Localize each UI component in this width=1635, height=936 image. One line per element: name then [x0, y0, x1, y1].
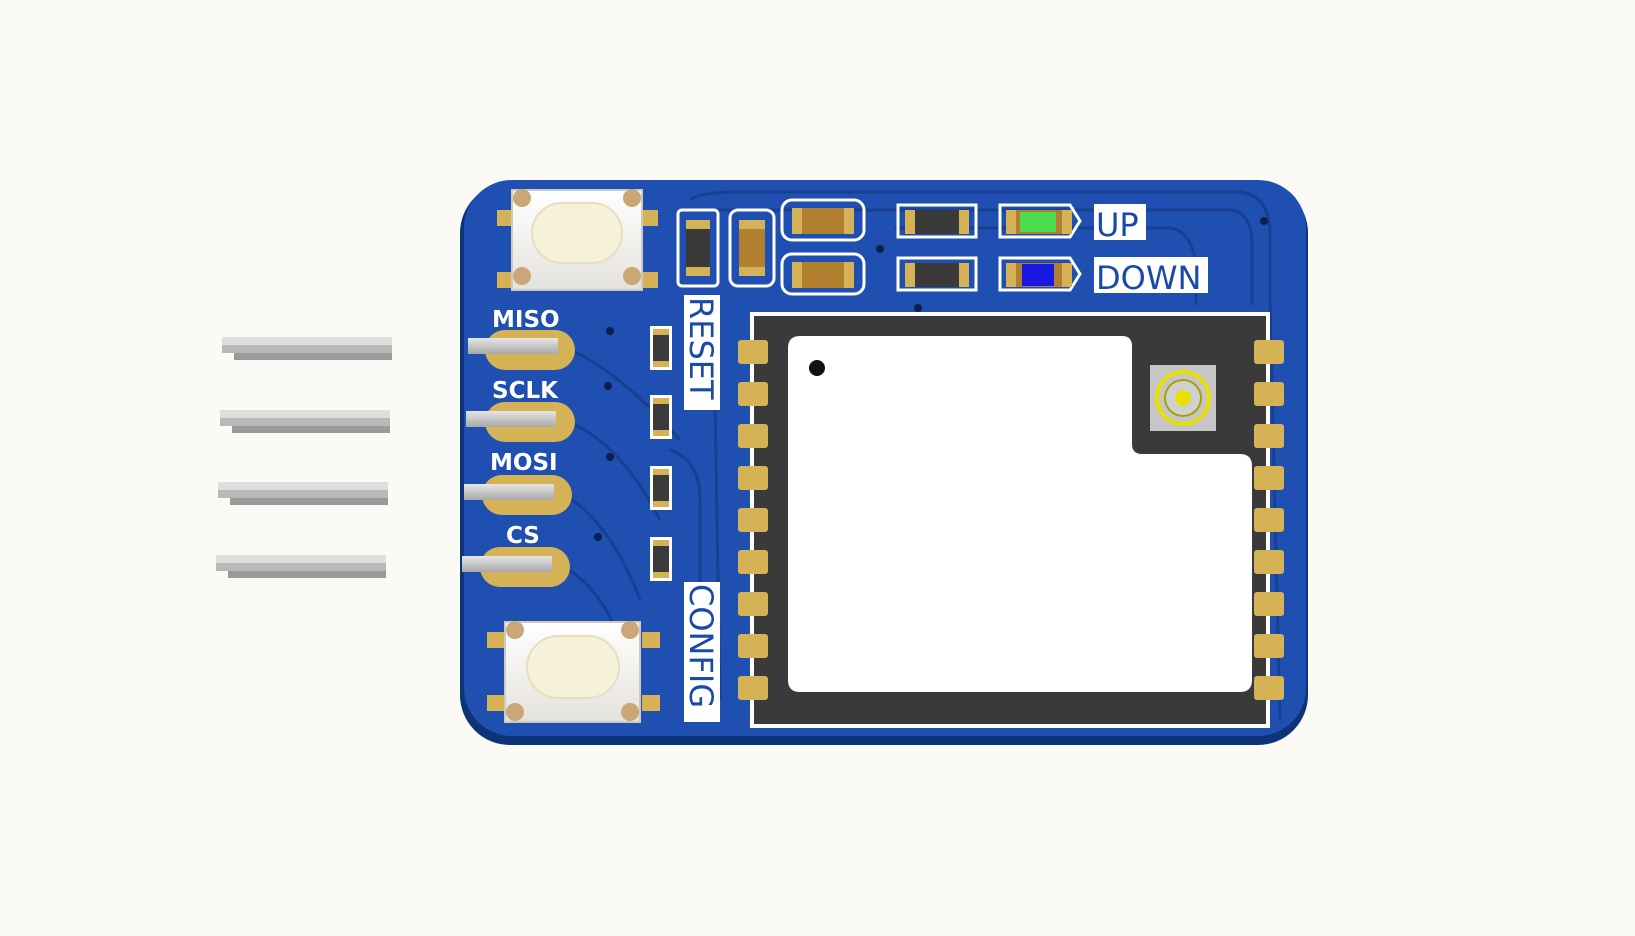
config-label-box: CONFIG — [682, 582, 720, 722]
loose-pin-2 — [220, 410, 390, 433]
led-down-label: DOWN — [1096, 259, 1201, 297]
wifi-module — [738, 312, 1284, 728]
led-down-lens — [1022, 264, 1054, 286]
pin-label-cs: CS — [506, 523, 540, 549]
pin-pad-cs: CS — [462, 523, 570, 587]
config-button[interactable] — [487, 621, 660, 723]
led-down: DOWN — [998, 256, 1208, 297]
led-up: UP — [998, 203, 1146, 244]
reset-button[interactable] — [497, 189, 658, 291]
vias — [594, 217, 1268, 541]
series-resistors — [650, 326, 672, 581]
pin1-marker — [809, 360, 825, 376]
top-passives — [676, 198, 978, 296]
module-pads-left — [738, 340, 768, 700]
module-shield — [788, 336, 1252, 692]
pin-header-row: MISO SCLK MOSI CS — [462, 307, 575, 587]
antenna-connector — [1150, 365, 1216, 431]
loose-pin-4 — [216, 555, 386, 578]
reset-label: RESET — [682, 297, 720, 400]
pin-pad-mosi: MOSI — [464, 450, 572, 515]
loose-pin-3 — [218, 482, 388, 505]
loose-pin-1 — [222, 337, 392, 360]
pin-label-sclk: SCLK — [492, 378, 559, 404]
pin-label-mosi: MOSI — [490, 450, 558, 476]
led-up-label: UP — [1096, 206, 1139, 244]
reset-label-box: RESET — [682, 295, 720, 410]
pin-pad-miso: MISO — [468, 307, 575, 370]
config-label: CONFIG — [682, 584, 720, 708]
loose-header-pins — [216, 337, 392, 578]
module-pads-right — [1254, 340, 1284, 700]
led-up-lens — [1020, 212, 1056, 232]
pin-pad-sclk: SCLK — [466, 378, 575, 442]
pin-label-miso: MISO — [492, 307, 560, 333]
